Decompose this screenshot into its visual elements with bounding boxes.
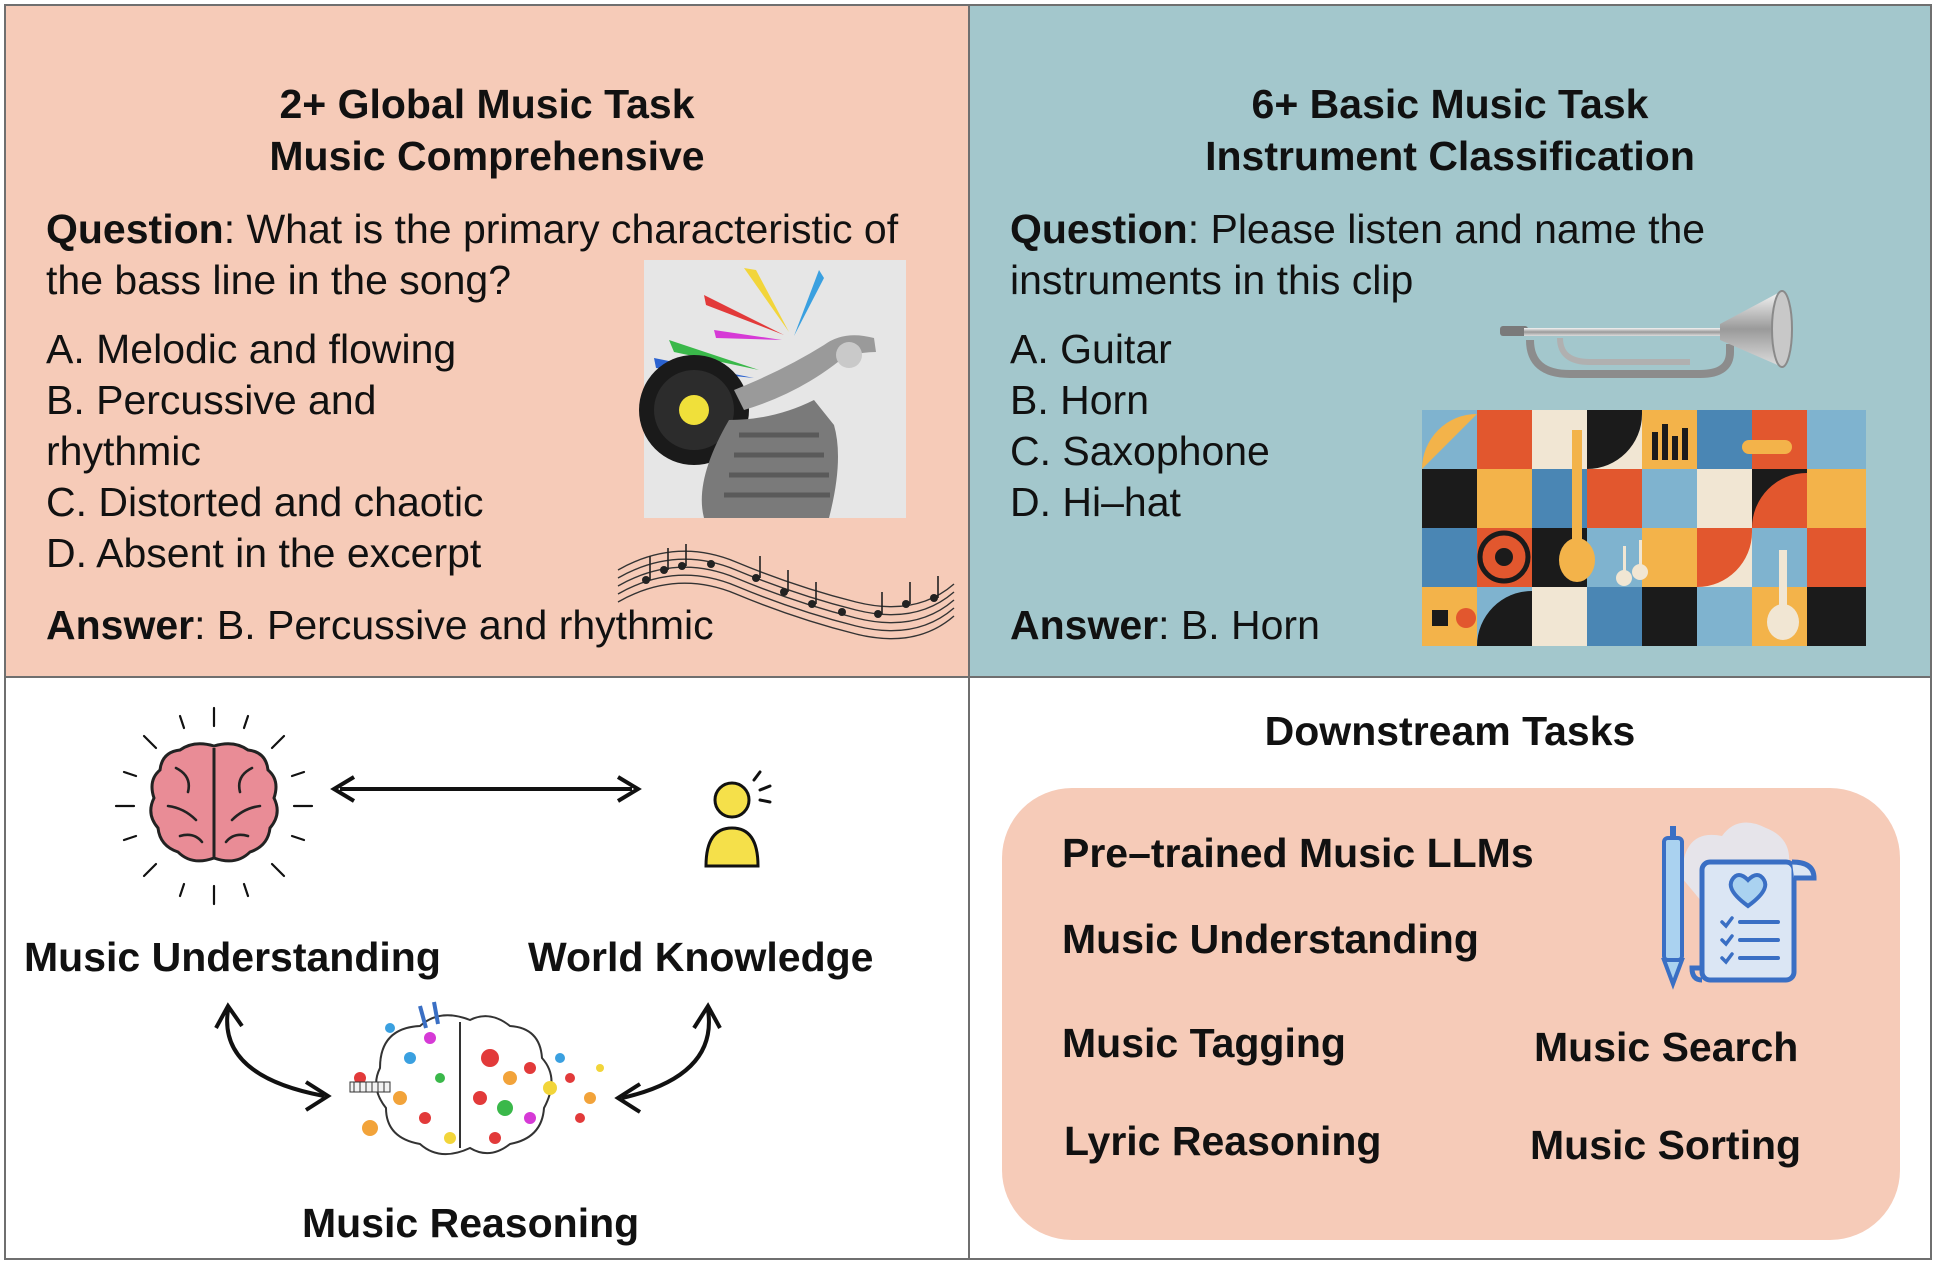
basic-option-c: C. Saxophone	[1010, 428, 1270, 474]
colorful-brain-image	[349, 1001, 604, 1155]
downstream-title: Downstream Tasks	[1264, 708, 1636, 754]
ds-lyric-reasoning: Lyric Reasoning	[1064, 1118, 1382, 1164]
basic-answer: Answer: B. Horn	[1010, 600, 1320, 651]
abilities-panel: Music Understanding World Knowledge	[4, 676, 970, 1260]
basic-answer-label: Answer	[1010, 602, 1159, 648]
global-task-title: 2+ Global Music Task	[279, 81, 695, 127]
music-reasoning-label: Music Reasoning	[302, 1200, 640, 1246]
basic-question-text: : Please listen and name the instruments…	[1010, 206, 1706, 303]
basic-option-d: D. Hi–hat	[1010, 479, 1181, 525]
music-understanding-label: Music Understanding	[24, 934, 441, 980]
global-option-b-cont: rhythmic	[46, 428, 201, 474]
global-question-text: : What is the primary characteristic of …	[46, 206, 899, 303]
basic-task-subtitle: Instrument Classification	[1205, 133, 1695, 179]
basic-question: Question: Please listen and name the ins…	[1010, 204, 1910, 306]
saxophone-vinyl-image	[639, 260, 906, 518]
downstream-panel: Downstream Tasks Pre–trained Music LLMs …	[968, 676, 1932, 1260]
document-heart-icon	[1661, 822, 1817, 990]
basic-task-title: 6+ Basic Music Task	[1251, 81, 1649, 127]
music-staff-icon	[617, 544, 955, 640]
trumpet-icon	[1500, 290, 1793, 378]
global-question: Question: What is the primary characteri…	[46, 204, 946, 306]
global-option-b: B. Percussive and	[46, 377, 377, 423]
basic-option-b: B. Horn	[1010, 377, 1149, 423]
basic-option-a: A. Guitar	[1010, 326, 1172, 372]
instrument-collage-image	[1422, 410, 1866, 646]
global-task-panel: 2+ Global Music Task Music Comprehensive…	[4, 4, 970, 678]
global-task-subtitle: Music Comprehensive	[269, 133, 705, 179]
curved-arrow-right	[614, 1002, 722, 1114]
basic-task-panel: 6+ Basic Music Task Instrument Classific…	[968, 4, 1932, 678]
global-option-c: C. Distorted and chaotic	[46, 479, 484, 525]
curved-arrow-left	[214, 1002, 332, 1112]
ds-music-understanding: Music Understanding	[1062, 916, 1479, 962]
brain-icon	[114, 706, 314, 906]
global-answer: Answer: B. Percussive and rhythmic	[46, 600, 714, 651]
ds-music-tagging: Music Tagging	[1062, 1020, 1346, 1066]
world-knowledge-label: World Knowledge	[528, 934, 874, 980]
basic-answer-text: : B. Horn	[1158, 602, 1320, 648]
global-question-label: Question	[46, 206, 224, 252]
double-arrow-horizontal	[330, 775, 642, 803]
basic-question-label: Question	[1010, 206, 1188, 252]
global-answer-label: Answer	[46, 602, 195, 648]
ds-music-search: Music Search	[1534, 1024, 1799, 1070]
global-option-a: A. Melodic and flowing	[46, 326, 457, 372]
ds-pretrained-llms: Pre–trained Music LLMs	[1062, 830, 1534, 876]
person-icon	[704, 770, 772, 868]
global-answer-text: : B. Percussive and rhythmic	[194, 602, 714, 648]
ds-music-sorting: Music Sorting	[1530, 1122, 1802, 1168]
global-option-d: D. Absent in the excerpt	[46, 530, 482, 576]
downstream-box: Pre–trained Music LLMs Music Understandi…	[1002, 788, 1900, 1240]
